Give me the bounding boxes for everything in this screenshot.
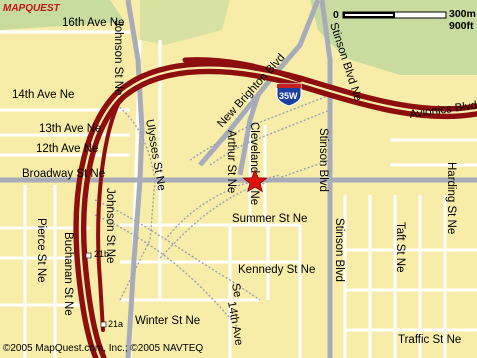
street-johnson-st-ne-south: Johnson St Ne	[104, 188, 116, 263]
street-broadway-st-ne: Broadway St Ne	[22, 168, 105, 180]
street-stinson-blvd-south: Stinson Blvd	[333, 218, 345, 282]
location-star-marker[interactable]	[242, 168, 268, 193]
exit-21a-label: 21a	[108, 319, 123, 329]
interstate-shield-label: 35W	[279, 91, 298, 101]
street-harding-st-ne: Harding St Ne	[445, 162, 457, 234]
exit-21a-marker	[100, 321, 107, 328]
interstate-35w-shield	[276, 83, 302, 107]
street-summer-st-ne: Summer St Ne	[232, 213, 307, 225]
street-buchanan-st-ne: Buchanan St Ne	[62, 232, 74, 316]
street-14th-ave-se: 14th Ave	[225, 300, 245, 346]
street-johnson-st-ne-north: Johnson St Ne	[112, 20, 124, 95]
park-area-ne	[310, 0, 477, 75]
interstate-35w	[73, 57, 477, 358]
street-arthur-st-ne: Arthur St Ne	[225, 130, 237, 193]
exit-21b-marker	[85, 252, 92, 259]
street-12th-ave-ne: 12th Ave Ne	[36, 143, 98, 155]
street-se-fragment: Se	[229, 282, 243, 298]
scale-feet: 900ft	[449, 20, 474, 32]
street-pierce-st-ne: Pierce St Ne	[35, 218, 47, 283]
scale-meters: 300m	[449, 8, 476, 20]
exit-21b-label: 21b	[94, 249, 109, 259]
scale-zero: 0	[333, 9, 339, 21]
street-winter-st-ne: Winter St Ne	[135, 315, 200, 327]
railroad-lines	[94, 94, 331, 331]
scale-bar	[342, 11, 447, 19]
copyright-notice: ©2005 MapQuest.com, Inc.; ©2005 NAVTEQ	[3, 343, 204, 354]
park-area-nw	[0, 0, 125, 30]
mapquest-logo: MAPQUEST	[3, 3, 61, 14]
street-stinson-blvd-center: Stinson Blvd	[317, 128, 329, 192]
street-13th-ave-ne: 13th Ave Ne	[39, 123, 101, 135]
street-cleveland-st-ne: Cleveland St Ne	[248, 122, 260, 205]
street-16th-ave-ne: 16th Ave Ne	[62, 17, 124, 29]
street-taft-st-ne: Taft St Ne	[394, 222, 406, 273]
street-14th-ave-ne: 14th Ave Ne	[12, 89, 74, 101]
street-traffic-st-ne: Traffic St Ne	[398, 334, 461, 346]
park-area-n	[140, 0, 230, 45]
street-kennedy-st-ne: Kennedy St Ne	[238, 264, 315, 276]
